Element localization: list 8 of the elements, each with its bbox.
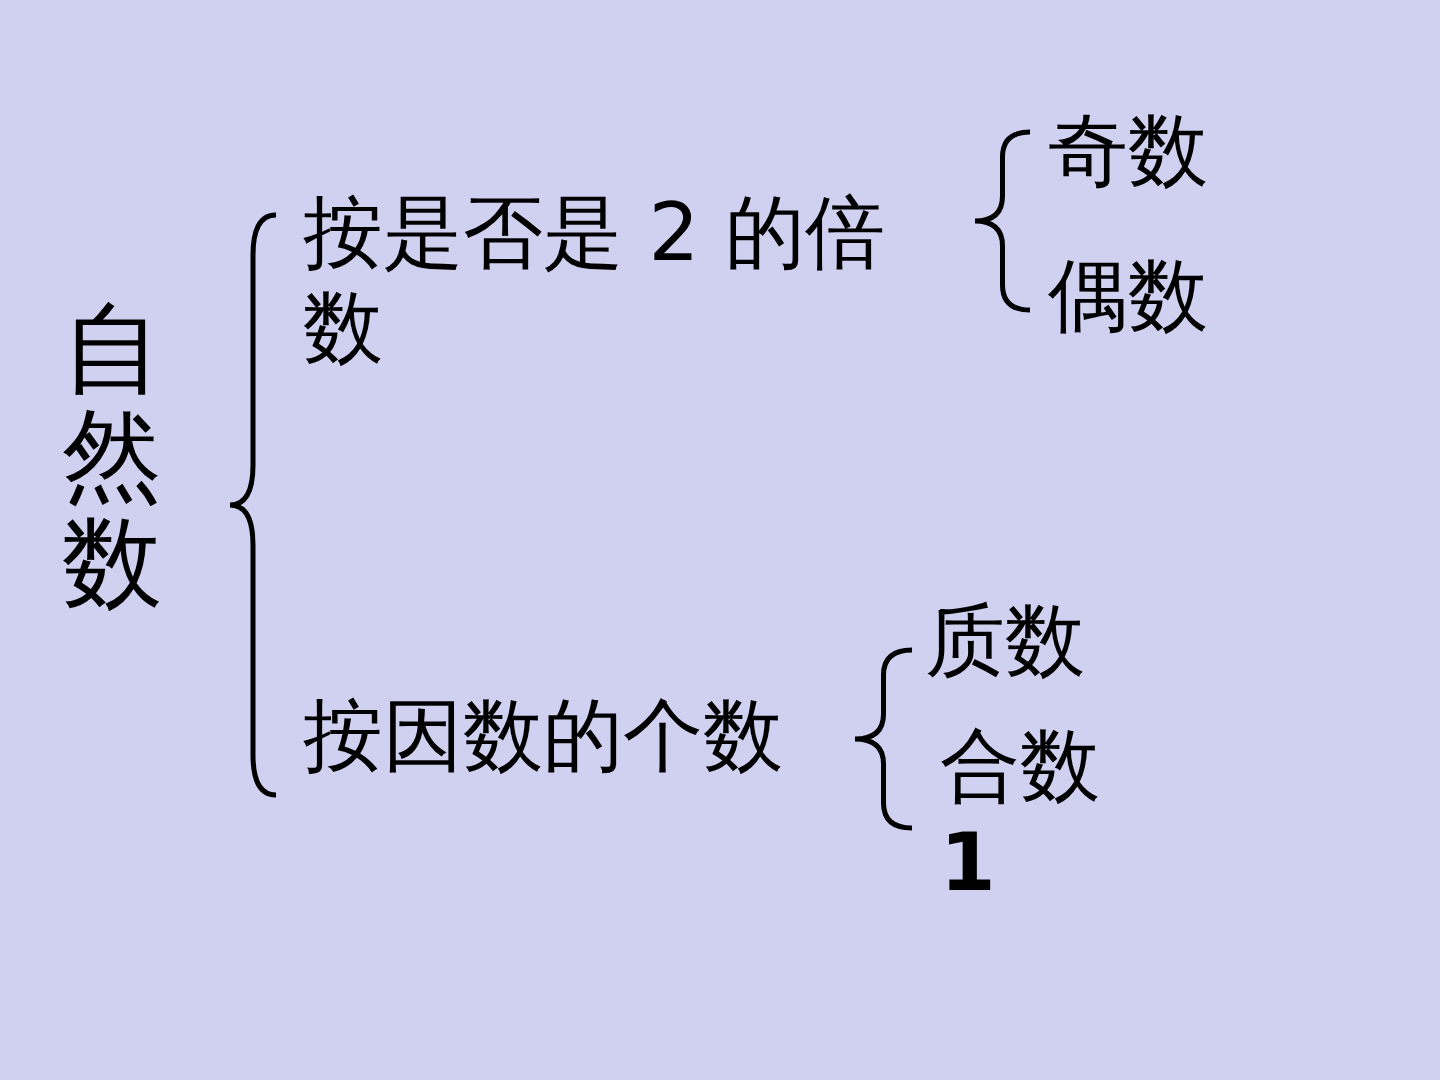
class-text: 质数 xyxy=(925,593,1085,688)
heading-text: 自然数 xyxy=(62,295,163,616)
category-text: 按是否是 2 的倍数 xyxy=(303,185,886,375)
category-text: 按因数的个数 xyxy=(303,688,783,783)
class-text: 偶数 xyxy=(1048,248,1208,343)
class-text: 1 xyxy=(940,815,996,910)
class-text: 合数 xyxy=(940,718,1100,813)
class-text: 奇数 xyxy=(1048,103,1208,198)
